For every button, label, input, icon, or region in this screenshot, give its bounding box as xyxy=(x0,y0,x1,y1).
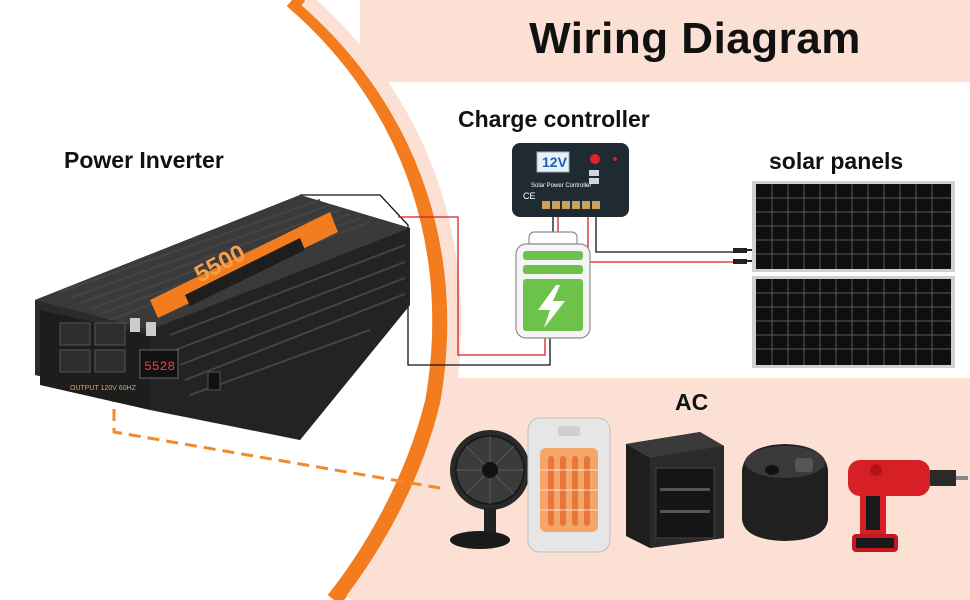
charge-controller-label: Charge controller xyxy=(458,106,650,132)
fan-icon xyxy=(450,430,530,549)
solar-panels-label: solar panels xyxy=(769,148,904,174)
controller-voltage: 12V xyxy=(542,154,568,170)
controller-ce-mark: CE xyxy=(523,191,536,201)
ac-label: AC xyxy=(675,389,709,415)
inverter-output-text: OUTPUT 120V 60HZ xyxy=(70,385,137,392)
battery-icon xyxy=(515,231,591,339)
power-inverter-label: Power Inverter xyxy=(64,147,224,173)
solar-panels-icon xyxy=(752,181,955,368)
controller-name: Solar Power Controller xyxy=(531,183,591,189)
page-title: Wiring Diagram xyxy=(529,14,861,63)
heater-icon xyxy=(527,417,611,553)
drill-icon xyxy=(848,460,968,552)
charge-controller-icon: 12V CE Solar Power Controller xyxy=(512,143,629,217)
mini-fridge-icon xyxy=(626,432,724,548)
svg-text:5528: 5528 xyxy=(144,359,175,374)
rice-cooker-icon xyxy=(742,444,828,541)
ac-connection-line xyxy=(112,390,441,490)
inverter-icon: 5500 5528 OUTPUT 120V 60HZ xyxy=(35,195,410,440)
